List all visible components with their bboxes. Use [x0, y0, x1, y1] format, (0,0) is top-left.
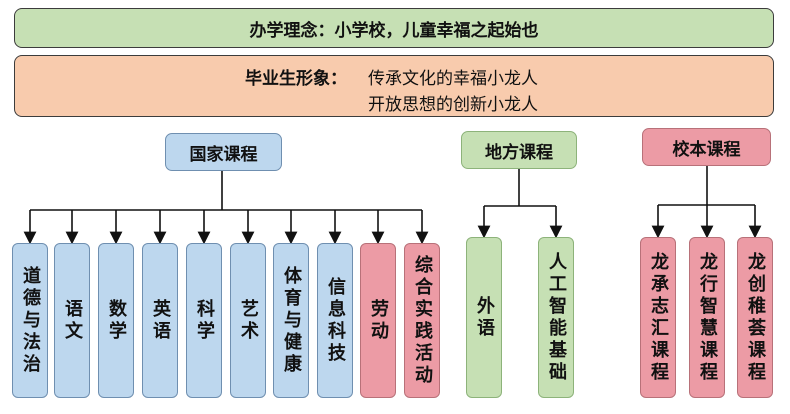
local-course-box: 外语 — [466, 237, 502, 398]
school-course-box: 龙行智慧课程 — [689, 237, 725, 398]
national-course-box: 英语 — [142, 243, 178, 398]
philosophy-text: 办学理念：小学校，儿童幸福之起始也 — [249, 20, 539, 41]
school-course-box: 龙承志汇课程 — [640, 237, 676, 398]
national-course-box: 数学 — [98, 243, 134, 398]
national-curriculum-title: 国家课程 — [189, 144, 258, 165]
national-curriculum-header: 国家课程 — [165, 133, 282, 171]
national-course-box: 语文 — [54, 243, 90, 398]
local-course-box: 人工智能基础 — [538, 237, 574, 398]
national-course-box: 道德与法治 — [12, 243, 48, 398]
school-curriculum-header: 校本课程 — [642, 128, 771, 166]
national-course-box: 体育与健康 — [273, 243, 309, 398]
school-curriculum-title: 校本课程 — [672, 139, 741, 160]
graduate-profile-line-2: 开放思想的创新小龙人 — [368, 95, 538, 115]
local-curriculum-header: 地方课程 — [461, 131, 577, 169]
national-course-box: 综合实践活动 — [404, 243, 440, 398]
national-course-box: 艺术 — [230, 243, 266, 398]
school-course-box: 龙创稚荟课程 — [737, 237, 773, 398]
graduate-profile-label: 毕业生形象： — [245, 69, 347, 89]
national-course-box: 信息科技 — [317, 243, 353, 398]
graduate-profile-banner: 毕业生形象： 传承文化的幸福小龙人 开放思想的创新小龙人 — [14, 55, 774, 117]
national-course-box: 科学 — [186, 243, 222, 398]
graduate-profile-line-1: 传承文化的幸福小龙人 — [368, 69, 538, 89]
philosophy-banner: 办学理念：小学校，儿童幸福之起始也 — [14, 8, 774, 48]
local-curriculum-title: 地方课程 — [485, 142, 553, 163]
national-course-box: 劳动 — [360, 243, 396, 398]
